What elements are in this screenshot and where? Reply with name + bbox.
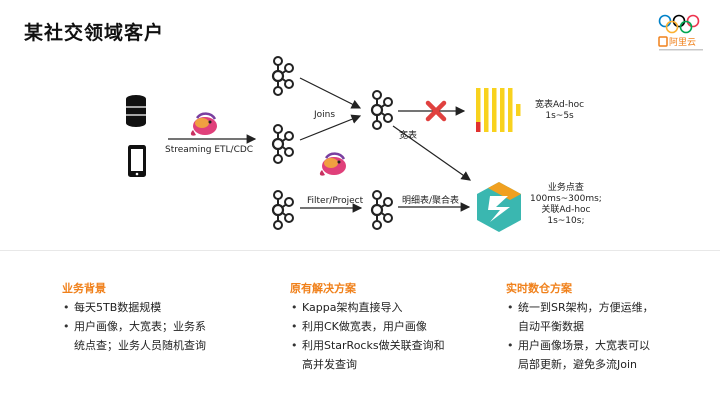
column-title: 实时数仓方案 bbox=[506, 282, 572, 295]
list-item: 用户画像，大宽表；业务系统点查；业务人员随机查询 bbox=[63, 317, 212, 355]
divider bbox=[0, 250, 720, 251]
business-background-column: 业务背景 每天5TB数据规模 用户画像，大宽表；业务系统点查；业务人员随机查询 bbox=[62, 280, 212, 355]
wide-to-starrocks-arrow bbox=[392, 125, 471, 181]
join-arrow-middle bbox=[299, 114, 362, 141]
column-title: 原有解决方案 bbox=[290, 282, 356, 295]
list-item: 统一到SR架构，方便运维，自动平衡数据 bbox=[507, 298, 654, 336]
filter-label: Filter/Project bbox=[307, 196, 364, 206]
flink-squirrel-icon-join bbox=[318, 152, 348, 177]
flink-squirrel-icon bbox=[189, 112, 219, 137]
blocked-cross-icon bbox=[425, 100, 447, 122]
join-arrow-top bbox=[299, 77, 362, 109]
list-item: Kappa架构直接导入 bbox=[291, 298, 450, 317]
list-item: 用户画像场景，大宽表可以局部更新，避免多流Join bbox=[507, 336, 654, 374]
kafka-icon-top bbox=[271, 55, 295, 97]
starrocks-result-text: 业务点查 100ms~300ms; 关联Ad-hoc 1s~10s; bbox=[530, 183, 602, 226]
clickhouse-logo bbox=[476, 88, 521, 132]
starrocks-logo bbox=[477, 182, 521, 232]
kafka-icon-bottom bbox=[271, 189, 295, 231]
column-title: 业务背景 bbox=[62, 282, 106, 295]
list-item: 每天5TB数据规模 bbox=[63, 298, 212, 317]
slide-title: 某社交领域客户 bbox=[24, 22, 165, 44]
detail-label: 明细表/聚合表 bbox=[402, 196, 460, 206]
kafka-icon-wide-table bbox=[370, 89, 394, 131]
kafka-icon-middle bbox=[271, 123, 295, 165]
wide-table-label: 宽表 bbox=[399, 131, 418, 141]
original-solution-column: 原有解决方案 Kappa架构直接导入 利用CK做宽表，用户画像 利用StarRo… bbox=[290, 280, 450, 374]
list-item: 利用CK做宽表，用户画像 bbox=[291, 317, 450, 336]
source-arrow-label: Streaming ETL/CDC bbox=[165, 145, 254, 155]
realtime-warehouse-column: 实时数仓方案 统一到SR架构，方便运维，自动平衡数据 用户画像场景，大宽表可以局… bbox=[506, 280, 654, 374]
database-icon bbox=[126, 95, 146, 127]
architecture-diagram bbox=[126, 55, 521, 232]
joins-label: Joins bbox=[314, 110, 336, 120]
svg-text:阿里云: 阿里云 bbox=[669, 37, 696, 48]
kafka-icon-detail bbox=[370, 189, 394, 231]
list-item: 利用StarRocks做关联查询和高并发查询 bbox=[291, 336, 450, 374]
olympic-aliyun-logo: 阿里云 bbox=[658, 14, 703, 51]
mobile-phone-icon bbox=[128, 145, 146, 177]
ck-result-text: 宽表Ad-hoc 1s~5s bbox=[535, 100, 585, 121]
